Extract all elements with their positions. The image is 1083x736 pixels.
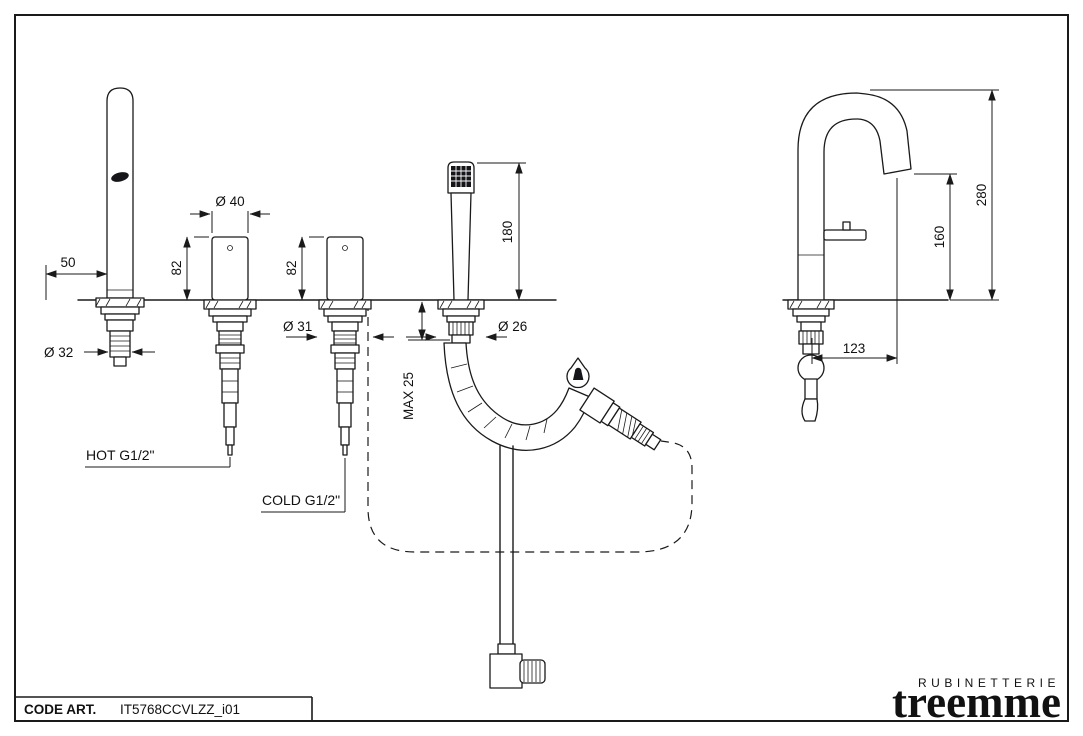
cold-supply-label: COLD G1/2" [262, 492, 340, 508]
hose-weight [489, 643, 546, 689]
spout-indicator [111, 172, 129, 182]
handle-cold-assembly [318, 236, 372, 456]
dimensions: 50 Ø 32 Ø 40 82 82 Ø 31 180 Ø 26 [44, 89, 999, 513]
hose-fitting [579, 387, 662, 451]
dim-max25-label: MAX 25 [401, 372, 416, 420]
dim-160-label: 160 [932, 226, 947, 249]
dim-d40-label: Ø 40 [215, 194, 244, 209]
sheet-border [14, 14, 1069, 722]
dim-50-label: 50 [60, 255, 75, 270]
spout-front-view [95, 87, 145, 367]
dim-280-label: 280 [974, 184, 989, 207]
dim-123-label: 123 [843, 341, 866, 356]
dim-180-label: 180 [500, 221, 515, 244]
code-art-label: CODE ART. [24, 702, 96, 717]
brand-logo: RUBINETTERIE treemme [892, 676, 1061, 727]
dim-d26-label: Ø 26 [498, 319, 527, 334]
handshower-front-view [437, 161, 485, 344]
title-block: CODE ART. IT5768CCVLZZ_i01 [15, 696, 313, 721]
hose-assembly [443, 342, 662, 689]
handle-hot-assembly [203, 236, 257, 456]
dim-82-cold-label: 82 [284, 260, 299, 275]
bracket-figure-icon [573, 367, 584, 380]
dim-d32-label: Ø 32 [44, 345, 73, 360]
brand-subtitle: RUBINETTERIE [918, 676, 1060, 690]
faucet-side-view [787, 92, 912, 422]
dim-d31-label: Ø 31 [283, 319, 312, 334]
hot-supply-label: HOT G1/2" [86, 447, 155, 463]
side-lever [823, 229, 867, 241]
brand-name: treemme [892, 677, 1061, 727]
dim-82-hot-label: 82 [169, 260, 184, 275]
hose-bracket [566, 357, 590, 389]
code-art-value: IT5768CCVLZZ_i01 [120, 702, 240, 717]
